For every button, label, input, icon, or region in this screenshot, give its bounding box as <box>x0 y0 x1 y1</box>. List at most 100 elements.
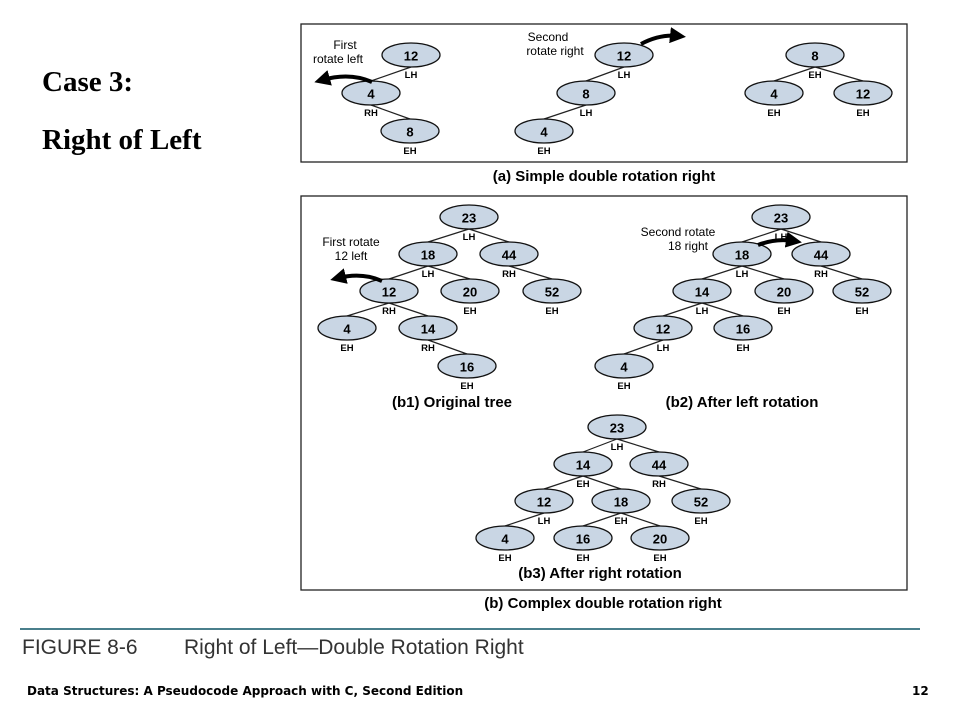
node-balance: EH <box>576 479 589 490</box>
tree-edge <box>820 265 863 280</box>
node-value: 4 <box>343 322 351 337</box>
node-ellipse <box>713 315 773 341</box>
node-balance: LH <box>405 70 418 81</box>
tree-edge <box>346 302 390 317</box>
figure-title: Right of Left—Double Rotation Right <box>184 636 524 659</box>
node-value: 4 <box>770 87 778 102</box>
node-balance: RH <box>382 306 396 317</box>
tree-edge <box>427 265 471 280</box>
node-balance: LH <box>657 343 670 354</box>
tree-edge <box>741 265 785 280</box>
node-balance: LH <box>580 108 593 119</box>
tree-edge <box>370 104 411 120</box>
node-balance: LH <box>618 70 631 81</box>
node-balance: EH <box>403 146 416 157</box>
caption-b1: (b1) Original tree <box>392 394 512 411</box>
node-ellipse <box>514 488 574 514</box>
node-ellipse <box>587 414 647 440</box>
node-value: 4 <box>620 360 628 375</box>
node-balance: EH <box>736 343 749 354</box>
note-rotate-right: rotate right <box>526 44 584 58</box>
node-ellipse <box>317 315 377 341</box>
node-value: 14 <box>695 285 710 300</box>
tree-node: 4EH <box>475 525 535 564</box>
tree-node: 4EH <box>317 315 377 354</box>
node-balance: EH <box>576 553 589 564</box>
node-balance: EH <box>545 306 558 317</box>
note-second-rotate: Second rotate <box>641 225 716 239</box>
tree-edge <box>543 475 584 490</box>
node-balance: EH <box>855 306 868 317</box>
tree-edge <box>427 339 468 355</box>
tree-node: 8EH <box>785 42 845 81</box>
note-second: Second <box>528 30 569 44</box>
node-value: 16 <box>576 532 590 547</box>
node-ellipse <box>629 451 689 477</box>
node-balance: RH <box>502 269 516 280</box>
node-balance: EH <box>498 553 511 564</box>
tree-edge <box>814 66 864 82</box>
slide-title-line2: Right of Left <box>42 124 202 156</box>
tree-node: 8LH <box>556 80 616 119</box>
node-value: 20 <box>653 532 667 547</box>
node-value: 8 <box>811 49 818 64</box>
tree-edge <box>427 228 470 243</box>
note-18-right: 18 right <box>668 239 709 253</box>
node-balance: EH <box>653 553 666 564</box>
node-balance: EH <box>340 343 353 354</box>
node-value: 12 <box>856 87 870 102</box>
node-value: 16 <box>460 360 474 375</box>
node-value: 16 <box>736 322 750 337</box>
node-ellipse <box>514 118 574 144</box>
node-value: 8 <box>406 125 413 140</box>
node-value: 12 <box>617 49 631 64</box>
tree-edge <box>582 475 622 490</box>
node-ellipse <box>380 118 440 144</box>
tree-edge <box>620 512 661 527</box>
footer-book-title: Data Structures: A Pseudocode Approach w… <box>27 684 464 698</box>
tree-edge <box>585 66 625 82</box>
node-value: 4 <box>540 125 548 140</box>
tree-node: 4EH <box>514 118 574 157</box>
note-first: First <box>333 38 357 52</box>
node-ellipse <box>522 278 582 304</box>
tree-node: 4EH <box>594 353 654 392</box>
figure-number: FIGURE 8-6 <box>22 636 138 659</box>
node-value: 44 <box>502 248 517 263</box>
node-value: 12 <box>404 49 418 64</box>
caption-b2: (b2) After left rotation <box>666 394 819 411</box>
node-balance: LH <box>463 232 476 243</box>
node-ellipse <box>479 241 539 267</box>
node-ellipse <box>754 278 814 304</box>
rotate-right-arrow-b2 <box>757 231 802 248</box>
tree-edge <box>773 66 816 82</box>
node-ellipse <box>672 278 732 304</box>
node-balance: LH <box>696 306 709 317</box>
rotate-left-arrow-b1 <box>330 268 383 284</box>
node-balance: LH <box>736 269 749 280</box>
node-balance: EH <box>460 381 473 392</box>
node-ellipse <box>398 241 458 267</box>
node-ellipse <box>475 525 535 551</box>
node-ellipse <box>439 204 499 230</box>
node-value: 12 <box>537 495 551 510</box>
tree-edge <box>701 265 743 280</box>
node-value: 18 <box>735 248 749 263</box>
node-value: 44 <box>652 458 667 473</box>
node-value: 12 <box>656 322 670 337</box>
tree-edge <box>623 339 664 355</box>
node-ellipse <box>751 204 811 230</box>
